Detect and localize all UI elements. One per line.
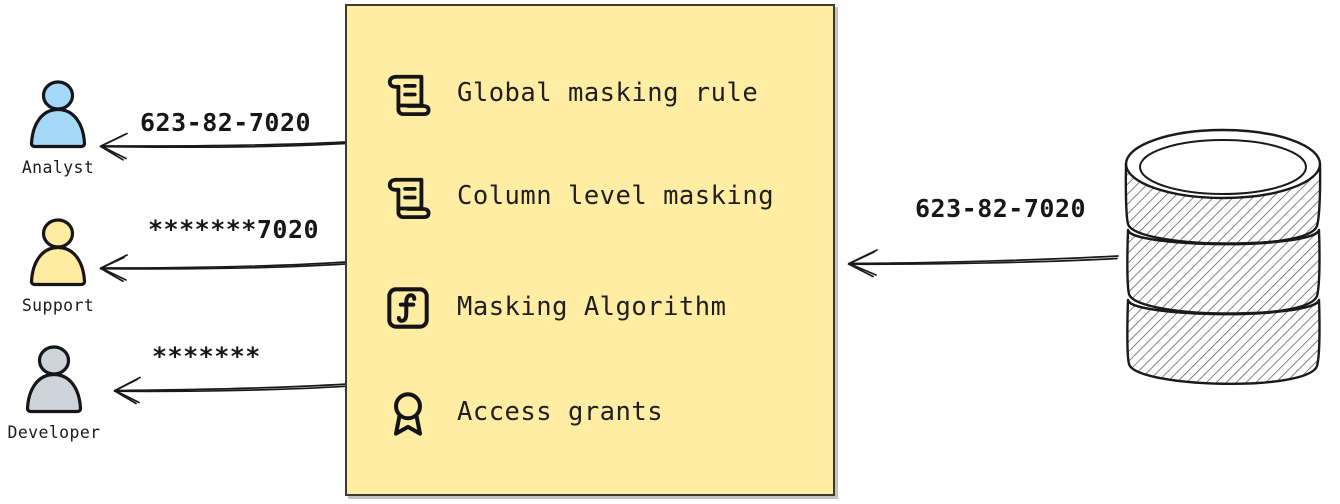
arrow-left-icon-developer bbox=[113, 376, 349, 405]
policy-panel: Global masking rule Column level masking bbox=[345, 4, 835, 496]
policy-item-label: Access grants bbox=[457, 397, 664, 428]
flow-value-support: *******7020 bbox=[148, 215, 320, 244]
user-icon bbox=[25, 345, 83, 414]
arrow-left-icon-analyst bbox=[99, 132, 347, 161]
user-icon bbox=[29, 218, 87, 287]
actor-label: Developer bbox=[7, 423, 101, 442]
flow-value-source: 623-82-7020 bbox=[915, 194, 1087, 223]
actor-developer[interactable]: Developer bbox=[0, 343, 110, 442]
policy-item-label: Masking Algorithm bbox=[457, 292, 727, 323]
policy-item-access-grants[interactable]: Access grants bbox=[385, 385, 663, 441]
policy-item-column-level-masking[interactable]: Column level masking bbox=[385, 169, 774, 225]
arrow-left-icon-source bbox=[847, 249, 1119, 278]
arrow-left-icon-support bbox=[99, 254, 347, 283]
database-cylinder bbox=[1124, 128, 1322, 386]
actor-analyst[interactable]: Analyst bbox=[2, 78, 114, 177]
flow-value-analyst: 623-82-7020 bbox=[140, 108, 312, 137]
policy-item-masking-algorithm[interactable]: Masking Algorithm bbox=[385, 280, 727, 336]
policy-item-global-masking-rule[interactable]: Global masking rule bbox=[385, 66, 758, 122]
database-icon bbox=[1112, 120, 1336, 400]
scroll-icon bbox=[387, 74, 431, 117]
policy-item-label: Global masking rule bbox=[457, 78, 759, 109]
policy-item-label: Column level masking bbox=[457, 181, 775, 212]
actor-label: Analyst bbox=[21, 158, 95, 177]
actor-label: Support bbox=[21, 296, 95, 315]
policy-list: Global masking rule Column level masking bbox=[347, 6, 833, 494]
user-icon bbox=[29, 80, 87, 149]
award-icon bbox=[394, 392, 422, 436]
function-icon bbox=[387, 287, 429, 329]
scroll-icon bbox=[387, 177, 431, 220]
actor-support[interactable]: Support bbox=[2, 216, 114, 315]
flow-value-developer: ******* bbox=[152, 342, 261, 371]
